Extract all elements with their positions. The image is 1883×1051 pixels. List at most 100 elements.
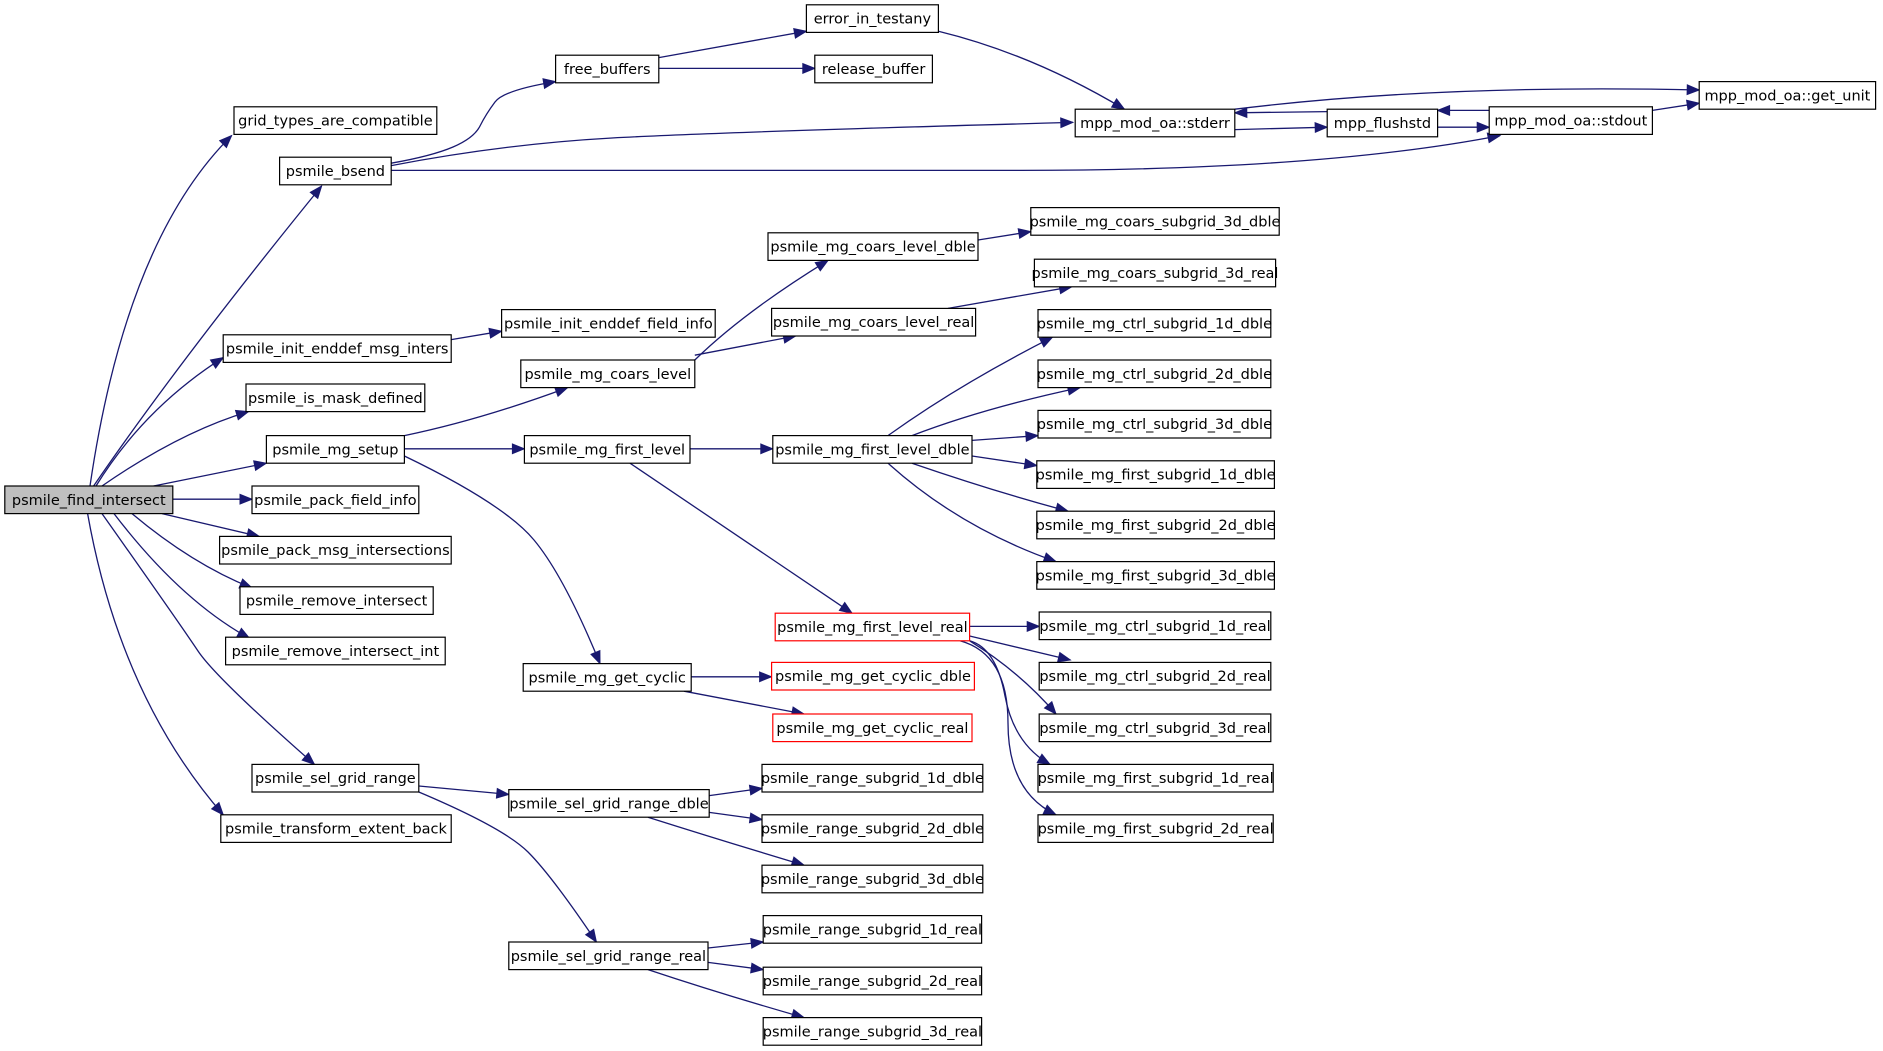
node-box[interactable] [1038, 661, 1272, 691]
node-box[interactable] [1037, 309, 1272, 338]
node-box[interactable] [770, 307, 977, 337]
node-box[interactable] [761, 814, 984, 843]
node-mg-get-cyclic-dble[interactable]: psmile_mg_get_cyclic_dble [770, 661, 975, 691]
node-mg-get-cyclic[interactable]: psmile_mg_get_cyclic [522, 662, 692, 692]
node-box[interactable] [1698, 80, 1877, 110]
node-box[interactable] [762, 966, 983, 996]
node-box[interactable] [225, 636, 446, 666]
node-mg-coars-subgrid-3d-real[interactable]: psmile_mg_coars_subgrid_3d_real [1032, 258, 1279, 288]
node-box[interactable] [251, 763, 420, 793]
node-init-enddef-field[interactable]: psmile_init_enddef_field_info [501, 309, 716, 338]
node-sel-grid-range[interactable]: psmile_sel_grid_range [251, 763, 420, 793]
node-mg-first-level-real[interactable]: psmile_mg_first_level_real [774, 612, 971, 642]
node-stdout[interactable]: mpp_mod_oa::stdout [1488, 106, 1653, 136]
node-box[interactable] [245, 383, 426, 413]
node-mg-ctrl-subgrid-2d-dble[interactable]: psmile_mg_ctrl_subgrid_2d_dble [1037, 359, 1272, 389]
node-init-enddef-msg[interactable]: psmile_init_enddef_msg_inters [222, 334, 452, 363]
node-transform-extent-back[interactable]: psmile_transform_extent_back [220, 814, 452, 843]
node-range-subgrid-1d-real[interactable]: psmile_range_subgrid_1d_real [762, 914, 983, 944]
node-mg-first-subgrid-2d-real[interactable]: psmile_mg_first_subgrid_2d_real [1037, 814, 1274, 843]
node-range-subgrid-3d-dble[interactable]: psmile_range_subgrid_3d_dble [761, 864, 984, 894]
node-sel-grid-range-dble[interactable]: psmile_sel_grid_range_dble [508, 788, 710, 818]
node-box[interactable] [1074, 108, 1236, 138]
node-box[interactable] [265, 435, 405, 464]
node-mg-ctrl-subgrid-3d-real[interactable]: psmile_mg_ctrl_subgrid_3d_real [1038, 713, 1272, 743]
node-remove-intersect[interactable]: psmile_remove_intersect [239, 586, 434, 615]
node-find-intersect[interactable]: psmile_find_intersect [4, 485, 174, 515]
node-sel-grid-range-real[interactable]: psmile_sel_grid_range_real [508, 941, 709, 971]
node-mg-coars-subgrid-3d-dble[interactable]: psmile_mg_coars_subgrid_3d_dble [1030, 207, 1281, 236]
node-box[interactable] [1037, 359, 1272, 389]
node-mg-first-level[interactable]: psmile_mg_first_level [523, 435, 691, 464]
node-mg-first-subgrid-2d-dble[interactable]: psmile_mg_first_subgrid_2d_dble [1036, 510, 1276, 540]
node-box[interactable] [523, 435, 691, 464]
node-range-subgrid-1d-dble[interactable]: psmile_range_subgrid_1d_dble [761, 763, 984, 793]
node-box[interactable] [1038, 611, 1272, 641]
node-mg-first-subgrid-1d-dble[interactable]: psmile_mg_first_subgrid_1d_dble [1036, 460, 1276, 489]
node-box[interactable] [520, 359, 696, 389]
node-box[interactable] [1038, 713, 1272, 743]
node-mg-ctrl-subgrid-2d-real[interactable]: psmile_mg_ctrl_subgrid_2d_real [1038, 661, 1272, 691]
node-mg-setup[interactable]: psmile_mg_setup [265, 435, 405, 464]
node-box[interactable] [762, 914, 983, 944]
node-box[interactable] [767, 232, 979, 262]
node-box[interactable] [805, 4, 940, 34]
node-box[interactable] [279, 156, 392, 186]
node-pack-msg-inter[interactable]: psmile_pack_msg_intersections [219, 535, 452, 565]
node-remove-intersect-int[interactable]: psmile_remove_intersect_int [225, 636, 446, 666]
node-box[interactable] [1488, 106, 1653, 136]
node-box[interactable] [220, 814, 452, 843]
node-box[interactable] [774, 612, 971, 642]
node-release-buffer[interactable]: release_buffer [814, 54, 933, 84]
node-mg-coars-level-dble[interactable]: psmile_mg_coars_level_dble [767, 232, 979, 262]
node-mg-ctrl-subgrid-3d-dble[interactable]: psmile_mg_ctrl_subgrid_3d_dble [1037, 409, 1272, 439]
node-mg-get-cyclic-real[interactable]: psmile_mg_get_cyclic_real [772, 713, 973, 743]
node-box[interactable] [508, 941, 709, 971]
node-mg-coars-level-real[interactable]: psmile_mg_coars_level_real [770, 307, 977, 337]
node-bsend[interactable]: psmile_bsend [279, 156, 392, 186]
node-box[interactable] [1033, 258, 1277, 288]
node-box[interactable] [762, 1016, 983, 1046]
node-box[interactable] [1036, 510, 1276, 540]
node-grid-types[interactable]: grid_types_are_compatible [233, 106, 438, 136]
node-mg-first-level-dble[interactable]: psmile_mg_first_level_dble [772, 435, 973, 464]
node-box[interactable] [772, 713, 973, 743]
node-get-unit[interactable]: mpp_mod_oa::get_unit [1698, 80, 1877, 110]
node-mg-first-subgrid-1d-real[interactable]: psmile_mg_first_subgrid_1d_real [1037, 763, 1274, 793]
node-box[interactable] [1037, 814, 1274, 843]
node-range-subgrid-3d-real[interactable]: psmile_range_subgrid_3d_real [762, 1016, 983, 1046]
node-mg-ctrl-subgrid-1d-dble[interactable]: psmile_mg_ctrl_subgrid_1d_dble [1037, 309, 1272, 338]
node-stderr[interactable]: mpp_mod_oa::stderr [1074, 108, 1236, 138]
node-box[interactable] [1036, 560, 1276, 590]
node-box[interactable] [1037, 409, 1272, 439]
node-box[interactable] [239, 586, 434, 615]
node-box[interactable] [4, 485, 174, 515]
node-box[interactable] [508, 788, 710, 818]
node-box[interactable] [1037, 763, 1274, 793]
node-free-buffers[interactable]: free_buffers [554, 54, 660, 84]
node-range-subgrid-2d-dble[interactable]: psmile_range_subgrid_2d_dble [761, 814, 984, 843]
node-is-mask-defined[interactable]: psmile_is_mask_defined [245, 383, 426, 413]
node-pack-field-info[interactable]: psmile_pack_field_info [251, 485, 420, 515]
node-error-in-testany[interactable]: error_in_testany [805, 4, 940, 34]
node-flushstd[interactable]: mpp_flushstd [1326, 108, 1439, 138]
node-box[interactable] [554, 54, 660, 84]
node-box[interactable] [222, 334, 452, 363]
node-box[interactable] [761, 864, 984, 894]
node-mg-ctrl-subgrid-1d-real[interactable]: psmile_mg_ctrl_subgrid_1d_real [1038, 611, 1272, 641]
node-box[interactable] [1030, 207, 1280, 236]
node-box[interactable] [772, 435, 973, 464]
node-box[interactable] [233, 106, 438, 136]
node-box[interactable] [814, 54, 933, 84]
node-box[interactable] [219, 535, 452, 565]
node-mg-first-subgrid-3d-dble[interactable]: psmile_mg_first_subgrid_3d_dble [1036, 560, 1276, 590]
node-mg-coars-level[interactable]: psmile_mg_coars_level [520, 359, 696, 389]
node-box[interactable] [1326, 108, 1439, 138]
node-box[interactable] [761, 763, 984, 793]
node-box[interactable] [522, 662, 692, 692]
node-box[interactable] [770, 661, 975, 691]
node-box[interactable] [1036, 460, 1276, 489]
node-range-subgrid-2d-real[interactable]: psmile_range_subgrid_2d_real [762, 966, 983, 996]
node-box[interactable] [251, 485, 420, 515]
node-box[interactable] [501, 309, 716, 338]
